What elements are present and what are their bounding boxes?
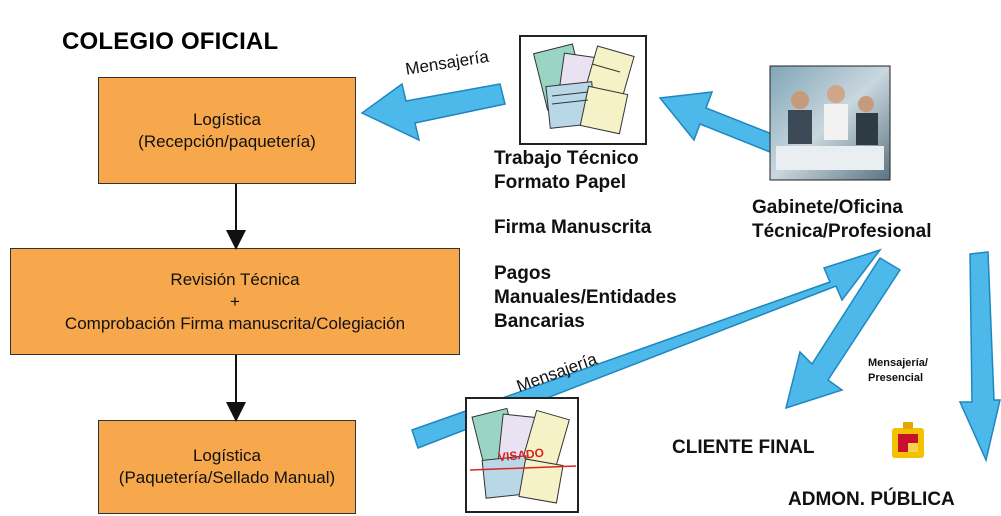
gabinete-label: Gabinete/Oficina Técnica/Profesional [752,197,932,242]
box-line: + [230,291,240,311]
page-title: COLEGIO OFICIAL [62,28,279,55]
admon-publica-label: ADMON. PÚBLICA [788,489,955,510]
visado-documents-icon [465,397,579,513]
box-line: Comprobación Firma manuscrita/Colegiació… [64,313,406,333]
blue-arrow-to-papers [658,91,783,155]
box-line: Logística [192,446,262,465]
paper-documents-icon [519,35,647,145]
spain-coat-of-arms-icon [892,422,924,458]
cliente-final-label: CLIENTE FINAL [672,437,815,458]
pagos-label: Pagos Manuales/Entidades Bancarias [494,263,677,332]
trabajo-tecnico-label: Trabajo Técnico Formato Papel [494,148,639,193]
box-line: (Recepción/paquetería) [138,131,316,151]
blue-arrow-to-cliente [784,256,902,410]
firma-manuscrita-label: Firma Manuscrita [494,217,652,238]
blue-arrow-to-admon [958,251,1001,463]
box-line: (Paquetería/Sellado Manual) [118,468,336,487]
office-team-photo [769,65,891,181]
logistica-recepcion-box: Logística (Recepción/paquetería) [98,77,356,184]
box-line: Logística [192,109,262,129]
box-line: Revisión Técnica [170,269,300,289]
blue-arrow-to-colegio [360,82,506,142]
mensajeria-presencial-label: Mensajería/ Presencial [868,357,928,384]
